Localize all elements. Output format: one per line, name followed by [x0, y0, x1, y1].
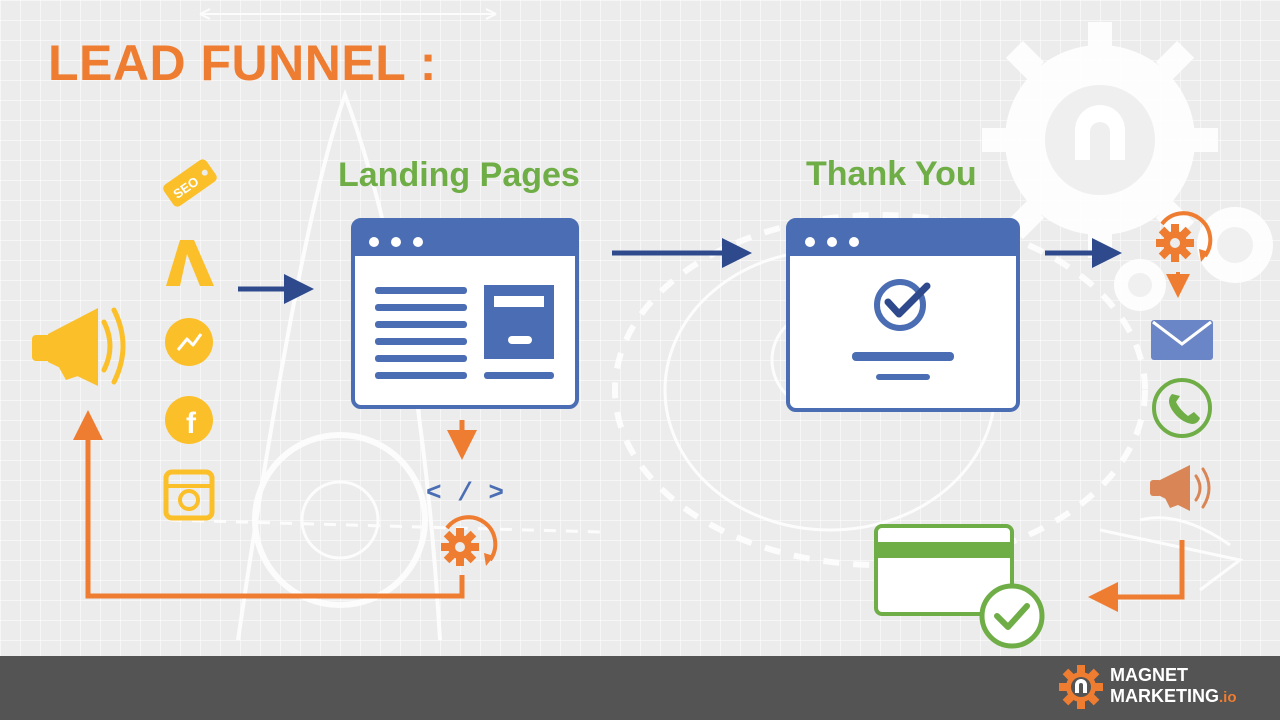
payment-card-icon	[874, 524, 1045, 649]
traffic-sources: SEO f	[163, 159, 217, 521]
megaphone-icon	[32, 307, 126, 386]
background-decor	[169, 8, 1273, 641]
arrow-loop-back-to-megaphone	[73, 410, 465, 599]
landing-page-window-icon	[351, 218, 579, 409]
svg-text:f: f	[186, 407, 197, 440]
stage-label-landing: Landing Pages	[338, 156, 580, 194]
automation-gear-icon	[441, 515, 498, 566]
brand-suffix: .io	[1219, 689, 1237, 706]
thank-you-window-icon	[786, 218, 1020, 412]
email-icon	[1151, 320, 1213, 360]
automation-block: < / >	[426, 478, 504, 566]
brand-gear-logo-icon	[1059, 665, 1103, 709]
page-title: LEAD FUNNEL :	[48, 35, 437, 91]
brand-line-2: MARKETING.io	[1110, 686, 1237, 708]
google-ads-icon	[166, 240, 214, 286]
phone-icon	[1152, 378, 1212, 438]
brand-line-1: MAGNET	[1110, 665, 1188, 685]
flow-arrows	[73, 238, 1190, 612]
funnel-canvas: SEO f < / >	[0, 0, 1280, 656]
megaphone-small-icon	[1150, 465, 1211, 511]
stage-label-thank-you: Thank You	[806, 155, 977, 193]
instagram-icon	[163, 469, 215, 521]
arrow-followup-to-payment	[1088, 540, 1185, 612]
footer-bar: MAGNET MARKETING.io	[0, 656, 1280, 720]
facebook-icon: f	[165, 396, 213, 444]
code-symbol-icon: < / >	[426, 478, 504, 508]
follow-up-column	[1150, 211, 1213, 511]
messenger-icon	[165, 318, 213, 366]
brand-name: MARKETING	[1110, 686, 1219, 706]
brand-wordmark: MAGNET MARKETING.io	[1110, 665, 1237, 708]
follow-up-gear-icon	[1156, 211, 1213, 262]
